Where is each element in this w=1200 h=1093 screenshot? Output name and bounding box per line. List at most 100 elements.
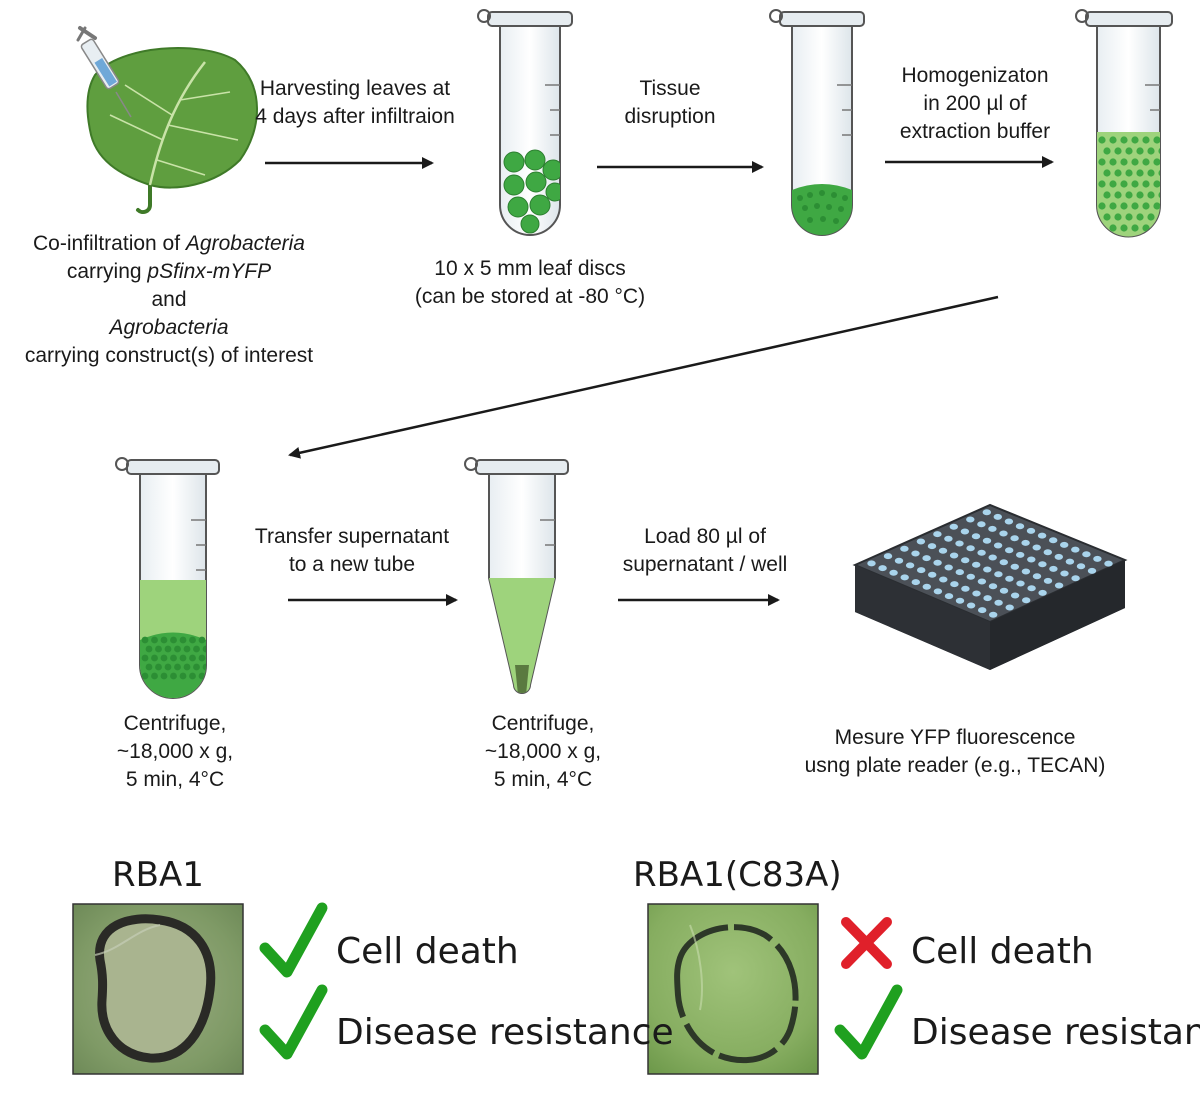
plate-well bbox=[1032, 573, 1042, 580]
c83a-resistance-label: Disease resistance bbox=[911, 1012, 1200, 1053]
plate-well bbox=[993, 542, 1003, 549]
plate-well bbox=[999, 559, 1008, 566]
plate-well bbox=[989, 611, 998, 618]
plate-well bbox=[966, 516, 975, 523]
plate-well bbox=[1026, 527, 1036, 534]
leaf-photo-rba1-c83a bbox=[647, 903, 819, 1075]
tube-disrupted-tissue bbox=[769, 9, 865, 236]
plate-well bbox=[900, 545, 909, 552]
plate-well bbox=[1016, 551, 1025, 558]
transfer-label: Transfer supernatant to a new tube bbox=[254, 525, 450, 576]
leaf-icon bbox=[86, 47, 258, 215]
plate-well bbox=[933, 559, 942, 566]
cross-icon bbox=[841, 917, 892, 969]
centrifuge2-label: Centrifuge, ~18,000 x g, 5 min, 4°C bbox=[484, 712, 602, 791]
rba1-cell-death-label: Cell death bbox=[336, 931, 519, 972]
plate-well bbox=[933, 588, 943, 595]
plate-well bbox=[961, 585, 970, 592]
plate-well bbox=[933, 531, 942, 538]
plate-well bbox=[955, 597, 965, 604]
plate-well bbox=[983, 595, 992, 602]
rba1-resistance-label: Disease resistance bbox=[336, 1012, 674, 1053]
plate-well bbox=[939, 576, 948, 583]
plate-well bbox=[944, 593, 954, 600]
plate-well bbox=[966, 545, 975, 552]
plate-well bbox=[982, 537, 992, 544]
plate-well bbox=[949, 523, 958, 530]
plate-well bbox=[993, 513, 1002, 520]
check-icon bbox=[259, 984, 328, 1060]
plate-well bbox=[911, 550, 920, 557]
plate-well bbox=[949, 552, 959, 559]
plate-well bbox=[1015, 523, 1025, 530]
plate-well bbox=[1065, 558, 1075, 565]
plate-well bbox=[1054, 553, 1064, 560]
plate-well bbox=[911, 579, 920, 586]
plate-well bbox=[1021, 568, 1031, 575]
plate-well bbox=[994, 571, 1003, 578]
plate-well bbox=[977, 521, 986, 528]
check-icon bbox=[259, 902, 328, 978]
plate-well bbox=[922, 555, 931, 562]
plate-well bbox=[999, 587, 1009, 594]
arrow-to-centrifuge bbox=[288, 295, 999, 459]
plate-well bbox=[1060, 570, 1069, 577]
plate-well bbox=[1021, 597, 1031, 604]
plate-well bbox=[1010, 563, 1019, 570]
tube-leaf-discs bbox=[477, 9, 573, 236]
plate-well bbox=[1010, 535, 1019, 542]
plate-well bbox=[1005, 547, 1014, 554]
plate-well bbox=[971, 533, 981, 540]
tube-homogenate bbox=[1075, 9, 1173, 238]
c83a-cell-death-label: Cell death bbox=[911, 931, 1094, 972]
infiltration-label: Co-infiltration of Agrobacteria carrying… bbox=[24, 232, 314, 367]
centrifuge1-label: Centrifuge, ~18,000 x g, 5 min, 4°C bbox=[116, 712, 234, 791]
plate-well bbox=[927, 543, 937, 550]
plate-well bbox=[938, 547, 948, 554]
homogenization-label: Homogenizaton in 200 µl of extraction bu… bbox=[899, 64, 1051, 143]
plate-well bbox=[961, 557, 970, 564]
plate-well bbox=[1049, 565, 1058, 572]
plate-well bbox=[960, 528, 970, 535]
plate-well bbox=[1004, 518, 1014, 525]
plate-well bbox=[867, 560, 876, 567]
plate-well bbox=[1016, 580, 1025, 587]
plate-well bbox=[1104, 560, 1113, 567]
plate-well bbox=[1054, 582, 1064, 589]
load-label: Load 80 µl of supernatant / well bbox=[622, 525, 788, 576]
leaf-photo-rba1 bbox=[72, 903, 244, 1075]
plate-well bbox=[972, 561, 981, 568]
measure-label: Mesure YFP fluorescence usng plate reade… bbox=[804, 726, 1106, 777]
plate-well bbox=[1038, 589, 1047, 596]
plate-well bbox=[1093, 555, 1102, 562]
plate-well bbox=[922, 583, 931, 590]
plate-well bbox=[1027, 556, 1036, 563]
tube-supernatant bbox=[464, 457, 569, 694]
plate-well bbox=[944, 535, 953, 542]
plate-well bbox=[894, 557, 904, 564]
plate-well bbox=[966, 602, 976, 609]
plate-well bbox=[1038, 561, 1047, 568]
plate-well bbox=[955, 540, 964, 547]
plate-well bbox=[1005, 575, 1014, 582]
plate-well bbox=[878, 565, 887, 572]
plate-well bbox=[972, 590, 981, 597]
plate-well bbox=[988, 583, 998, 590]
result-title-rba1: RBA1 bbox=[112, 855, 204, 895]
plate-well bbox=[905, 562, 915, 569]
check-icon bbox=[834, 984, 903, 1060]
plate-well bbox=[982, 509, 991, 516]
plate-well bbox=[944, 564, 953, 571]
plate-well bbox=[1010, 592, 1020, 599]
plate-well bbox=[977, 578, 987, 585]
plate-well bbox=[950, 581, 959, 588]
plate-well bbox=[1060, 541, 1069, 548]
plate-well bbox=[977, 549, 986, 556]
plate-well bbox=[883, 553, 893, 560]
plate-well bbox=[1037, 532, 1047, 539]
well-plate-icon bbox=[852, 503, 1128, 670]
plate-well bbox=[1049, 537, 1058, 544]
syringe-icon bbox=[76, 26, 132, 118]
plate-well bbox=[1043, 577, 1053, 584]
leaf-discs-label: 10 x 5 mm leaf discs (can be stored at -… bbox=[414, 257, 646, 308]
